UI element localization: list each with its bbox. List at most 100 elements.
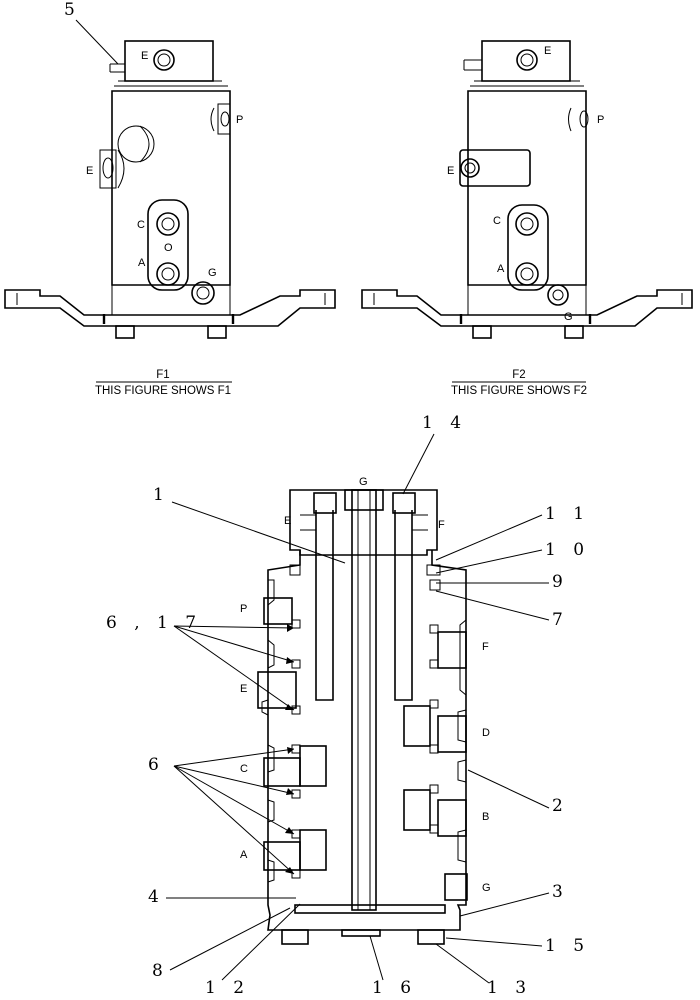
section-housing <box>267 550 467 931</box>
callout-11: 1 1 <box>545 504 590 524</box>
f2-top-cap <box>481 40 571 82</box>
section-port-a-fitting <box>299 829 327 871</box>
figure-f2: E P E C A G F2 THIS FIGURE SHOWS F2 <box>361 40 693 397</box>
f1-label-a: A <box>138 257 146 269</box>
section-seals-right <box>429 624 439 834</box>
f2-port-c <box>515 212 539 236</box>
section-top-cap <box>289 489 438 556</box>
callout-12: 1 2 <box>205 978 250 998</box>
section-port-b <box>437 799 467 837</box>
section-port-d <box>437 715 467 753</box>
callout-10: 1 0 <box>545 540 590 560</box>
f1-bolt-left <box>115 325 135 339</box>
f1-port-e-top <box>153 49 175 71</box>
section-port-p <box>263 597 293 625</box>
f1-label-c: C <box>137 219 145 231</box>
section-port-c-fitting <box>299 745 327 787</box>
callout-1: 1 <box>153 485 170 505</box>
section-label-g-bottom: G <box>482 882 491 894</box>
f1-port-g <box>191 281 215 305</box>
section-label-d: D <box>482 727 490 739</box>
leader-lines <box>166 433 550 984</box>
f2-port-g <box>547 284 569 306</box>
section-label-a: A <box>240 849 248 861</box>
f1-caption-code: F1 <box>156 369 169 381</box>
section-seals-left <box>291 619 301 879</box>
section-port-b-fitting <box>403 789 431 831</box>
callout-6-17: 6 , 1 7 <box>106 613 202 633</box>
section-bolt-left <box>281 929 309 945</box>
section-label-b: B <box>482 811 489 823</box>
f1-top-cap <box>124 40 214 82</box>
section-port-a <box>263 841 301 871</box>
section-top-port-left <box>313 492 337 514</box>
section-port-f <box>437 631 467 669</box>
callout-6: 6 <box>148 755 165 775</box>
f1-label-e-top: E <box>141 50 148 62</box>
f1-body <box>111 90 231 286</box>
f1-label-e-side: E <box>86 165 93 177</box>
section-port-g-bottom <box>444 873 468 901</box>
callout-14: 1 4 <box>422 413 467 433</box>
f2-base-flange <box>361 289 693 327</box>
f2-port-p <box>579 110 589 128</box>
f2-nipple <box>463 59 482 71</box>
f2-label-a: A <box>497 263 505 275</box>
section-label-p: P <box>240 603 247 615</box>
f2-ca-plate <box>507 204 549 291</box>
f2-port-a <box>515 262 539 286</box>
callout-7: 7 <box>552 610 569 630</box>
section-shaft-head <box>344 489 384 511</box>
f2-label-e-side: E <box>447 165 454 177</box>
leader-arrowheads <box>285 624 294 874</box>
callout-9: 9 <box>552 572 569 592</box>
f2-bolt-left <box>472 325 492 339</box>
section-bottom-cap <box>341 929 381 937</box>
section-label-e: E <box>240 683 247 695</box>
callout-4: 4 <box>148 887 165 907</box>
f1-base-flange <box>4 289 336 327</box>
callout-13: 1 3 <box>487 978 532 998</box>
callout-2: 2 <box>552 796 569 816</box>
section-top-seals <box>289 564 441 591</box>
f1-collar <box>112 80 230 92</box>
f2-port-e-side-block <box>459 149 531 187</box>
section-channel-left <box>315 510 334 701</box>
f1-port-a <box>156 262 180 286</box>
figure-f1: E P E C O A G 5 F1 THIS FIGURE SHOWS F1 <box>4 0 336 397</box>
f2-caption-code: F2 <box>512 369 525 381</box>
f2-port-e-top <box>516 49 538 71</box>
f1-port-c <box>156 212 180 236</box>
section-label-e-top: E <box>284 515 291 527</box>
f2-label-e-top: E <box>544 45 551 57</box>
f1-nipple <box>109 63 125 73</box>
f2-label-c: C <box>493 215 501 227</box>
f1-label-o: O <box>164 242 173 254</box>
f2-label-p: P <box>597 114 604 126</box>
f2-label-g: G <box>564 311 573 323</box>
f2-port-e-side <box>460 158 480 178</box>
f2-bolt-right <box>564 325 584 339</box>
callout-16: 1 6 <box>372 978 417 998</box>
f1-label-g: G <box>208 267 217 279</box>
f1-callout-5: 5 <box>64 0 81 20</box>
f1-leader-5 <box>75 19 119 65</box>
f2-caption-text: THIS FIGURE SHOWS F2 <box>451 385 587 397</box>
section-label-f-top: F <box>438 519 445 531</box>
f1-caption-text: THIS FIGURE SHOWS F1 <box>95 385 231 397</box>
f1-ca-plate <box>147 199 189 291</box>
f1-plug-circle <box>117 125 155 163</box>
callout-3: 3 <box>552 882 569 902</box>
section-view: G E F P E C A F D B G 1 4 1 1 1 1 0 9 7 … <box>106 413 590 998</box>
section-label-f: F <box>482 641 489 653</box>
f1-bolt-right <box>207 325 227 339</box>
f1-port-p-boss <box>217 103 231 135</box>
section-port-e <box>257 671 297 709</box>
section-channel-right <box>394 510 413 701</box>
section-port-d-fitting <box>403 705 431 747</box>
section-label-g: G <box>359 476 368 488</box>
callout-8: 8 <box>152 961 169 981</box>
section-label-c: C <box>240 763 248 775</box>
f1-label-p: P <box>236 114 243 126</box>
